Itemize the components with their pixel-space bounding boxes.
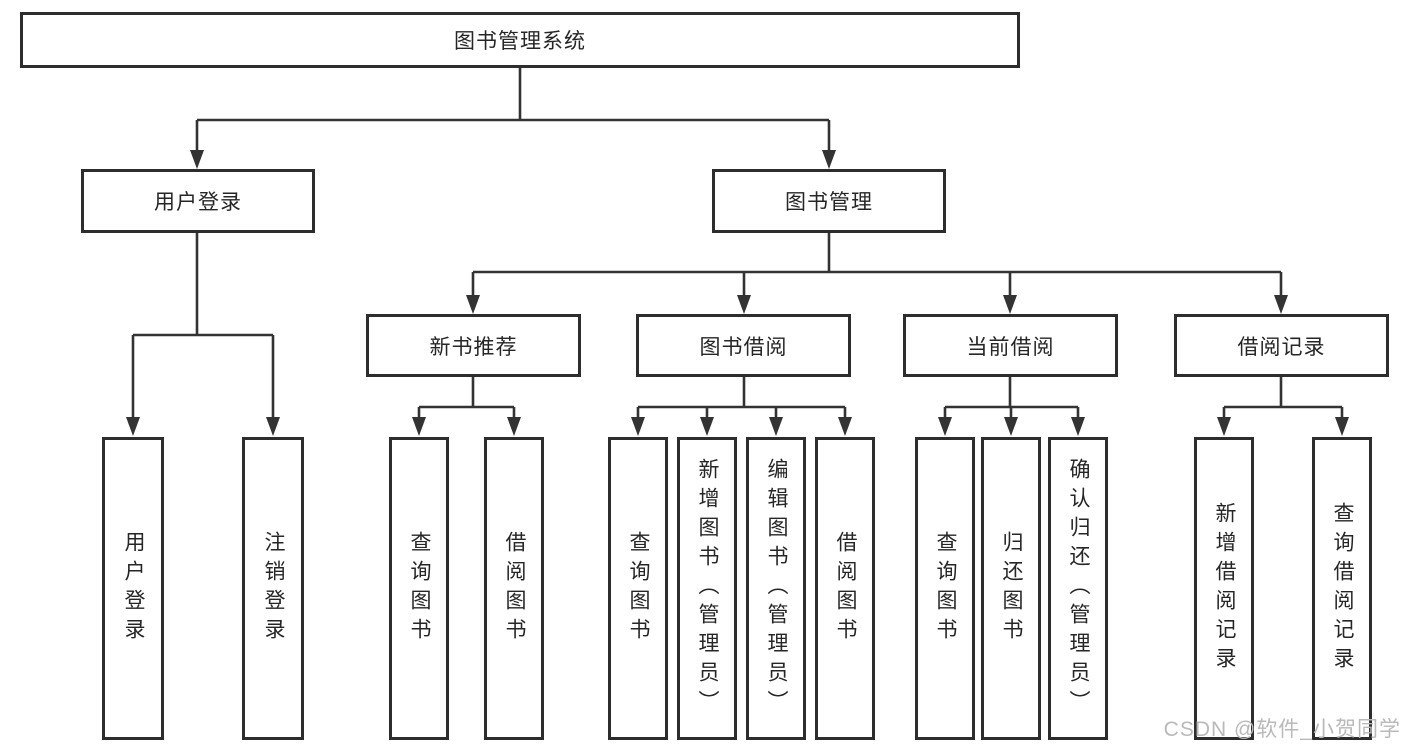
leaf-query-borrow-record: 查询借阅记录 — [1312, 437, 1372, 740]
leaf-borrow-books: 借阅图书 — [815, 437, 875, 740]
leaf-query-books-current: 查询图书 — [915, 437, 975, 740]
node-user-login: 用户登录 — [81, 169, 315, 233]
leaf-return-books: 归还图书 — [981, 437, 1041, 740]
leaf-add-book-admin: 新增图书（管理员） — [677, 437, 737, 740]
leaf-add-borrow-record: 新增借阅记录 — [1194, 437, 1254, 740]
node-book-borrow: 图书借阅 — [636, 314, 851, 377]
leaf-logout: 注销登录 — [242, 437, 304, 740]
leaf-borrow-books-recommend: 借阅图书 — [484, 437, 544, 740]
node-book-management: 图书管理 — [712, 169, 946, 233]
leaf-query-books-borrow: 查询图书 — [608, 437, 668, 740]
leaf-user-login: 用户登录 — [102, 437, 164, 740]
node-new-book-recommend: 新书推荐 — [366, 314, 581, 377]
node-root: 图书管理系统 — [20, 12, 1020, 68]
node-borrow-records: 借阅记录 — [1174, 314, 1389, 377]
csdn-watermark: CSDN @软件_小贺同学 — [1163, 718, 1401, 741]
leaf-edit-book-admin: 编辑图书（管理员） — [746, 437, 806, 740]
leaf-confirm-return-admin: 确认归还（管理员） — [1048, 437, 1108, 740]
node-current-borrow: 当前借阅 — [903, 314, 1118, 377]
leaf-query-books-recommend: 查询图书 — [389, 437, 449, 740]
